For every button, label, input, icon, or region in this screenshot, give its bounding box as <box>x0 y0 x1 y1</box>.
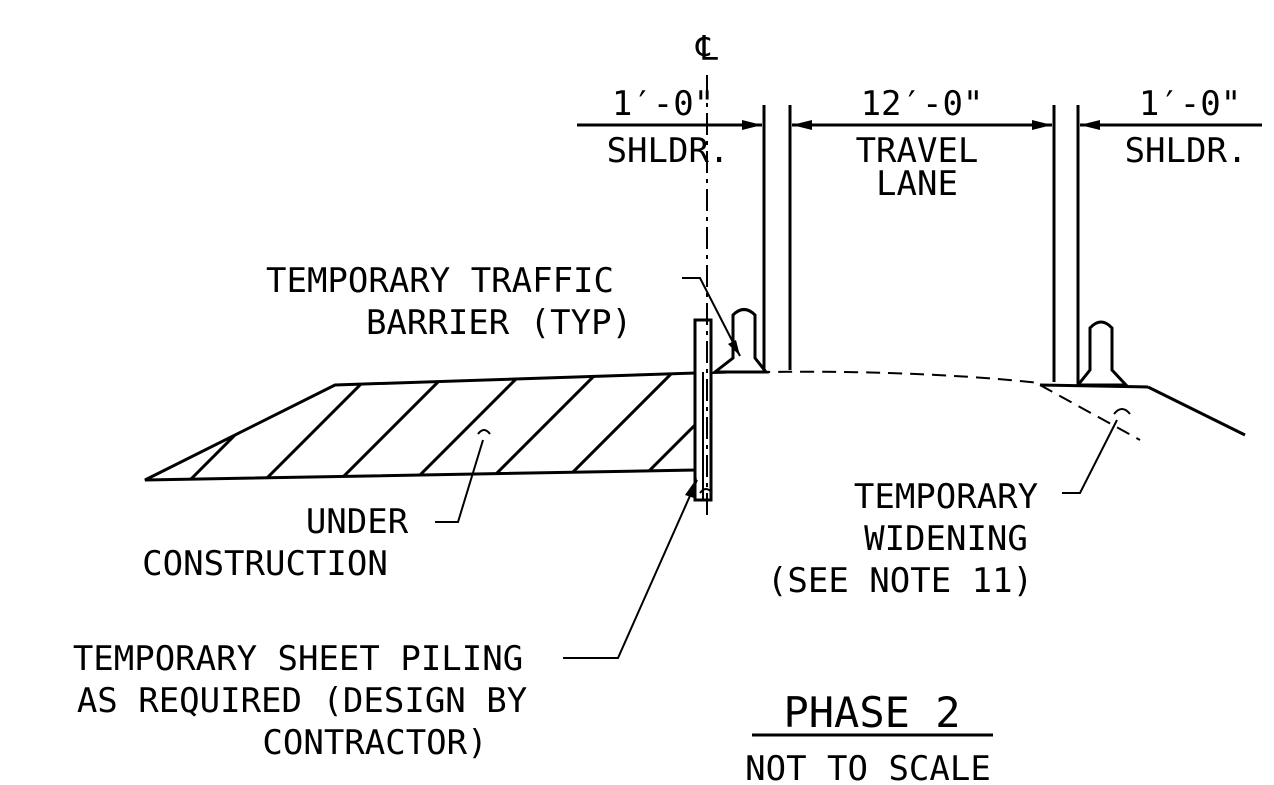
barrier-leader <box>682 277 741 357</box>
left-traffic-barrier <box>710 308 770 374</box>
under-label-line1: UNDER <box>306 502 409 542</box>
mid-dimension: 12′-0" <box>861 84 984 124</box>
left-dimension: 1′-0" <box>612 84 714 124</box>
hatching <box>188 373 695 480</box>
widening-label-line3: (SEE NOTE 11) <box>767 561 1033 601</box>
widening-pointer-hook <box>1113 408 1131 415</box>
right-dimension: 1′-0" <box>1139 84 1241 124</box>
piling-label-line2: AS REQUIRED (DESIGN BY <box>77 681 527 721</box>
right-traffic-barrier <box>1074 320 1130 387</box>
phase-title: PHASE 2 <box>783 688 960 737</box>
mid-dimension-label-1: TRAVEL <box>856 131 979 171</box>
barrier-label-line1: TEMPORARY TRAFFIC <box>266 261 614 301</box>
existing-slope <box>1147 385 1246 437</box>
widening-leader <box>1062 419 1118 494</box>
piling-pointer-hook <box>699 488 713 494</box>
under-construction-leader <box>435 439 484 523</box>
under-pointer-hook <box>477 429 491 435</box>
scale-note: NOT TO SCALE <box>745 749 991 785</box>
widening-label-line1: TEMPORARY <box>854 477 1038 517</box>
barrier-arrowhead <box>728 340 740 356</box>
under-label-line2: CONSTRUCTION <box>142 544 388 584</box>
centerline-symbol: ℄ <box>695 29 718 69</box>
right-dimension-label: SHLDR. <box>1125 131 1248 171</box>
under-construction-area <box>144 371 697 482</box>
widening-dashed-slope <box>1039 384 1141 441</box>
piling-leader <box>563 479 698 659</box>
piling-arrowhead <box>685 478 697 498</box>
widening-label-line2: WIDENING <box>864 519 1028 559</box>
left-dimension-label: SHLDR. <box>607 131 730 171</box>
piling-label-line1: TEMPORARY SHEET PILING <box>73 639 523 679</box>
mid-dimension-label-2: LANE <box>876 164 958 204</box>
piling-label-line3: CONTRACTOR) <box>262 723 487 763</box>
barrier-label-line2: BARRIER (TYP) <box>366 303 632 343</box>
